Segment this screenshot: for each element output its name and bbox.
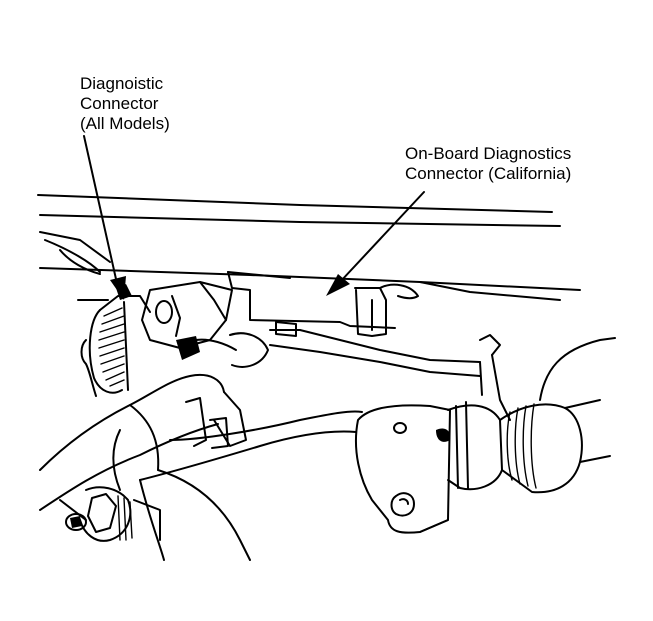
diagnostic-connector [77,284,151,397]
cowl-rails [37,194,581,301]
diagnostic-arrowhead [110,276,126,300]
callout-line: Connector [80,94,159,113]
callout-line: Connector (California) [405,164,572,183]
obd-connector-callout: On-Board Diagnostics Connector (Californ… [405,144,571,184]
callout-line: On-Board Diagnostics [405,144,572,163]
callout-line: Diagnoistic [80,74,164,93]
callout-line: (All Models) [80,114,170,133]
diagnostic-connector-callout: Diagnoistic Connector (All Models) [80,74,170,134]
throttle-body [355,399,611,534]
wire-harness [229,321,616,421]
obd-connector-body [227,271,419,337]
leader-arrows [83,135,425,300]
connector-bracket [141,281,237,360]
lower-hoses [39,374,363,561]
obd-arrowhead [326,274,350,296]
hose-fitting [65,486,161,542]
